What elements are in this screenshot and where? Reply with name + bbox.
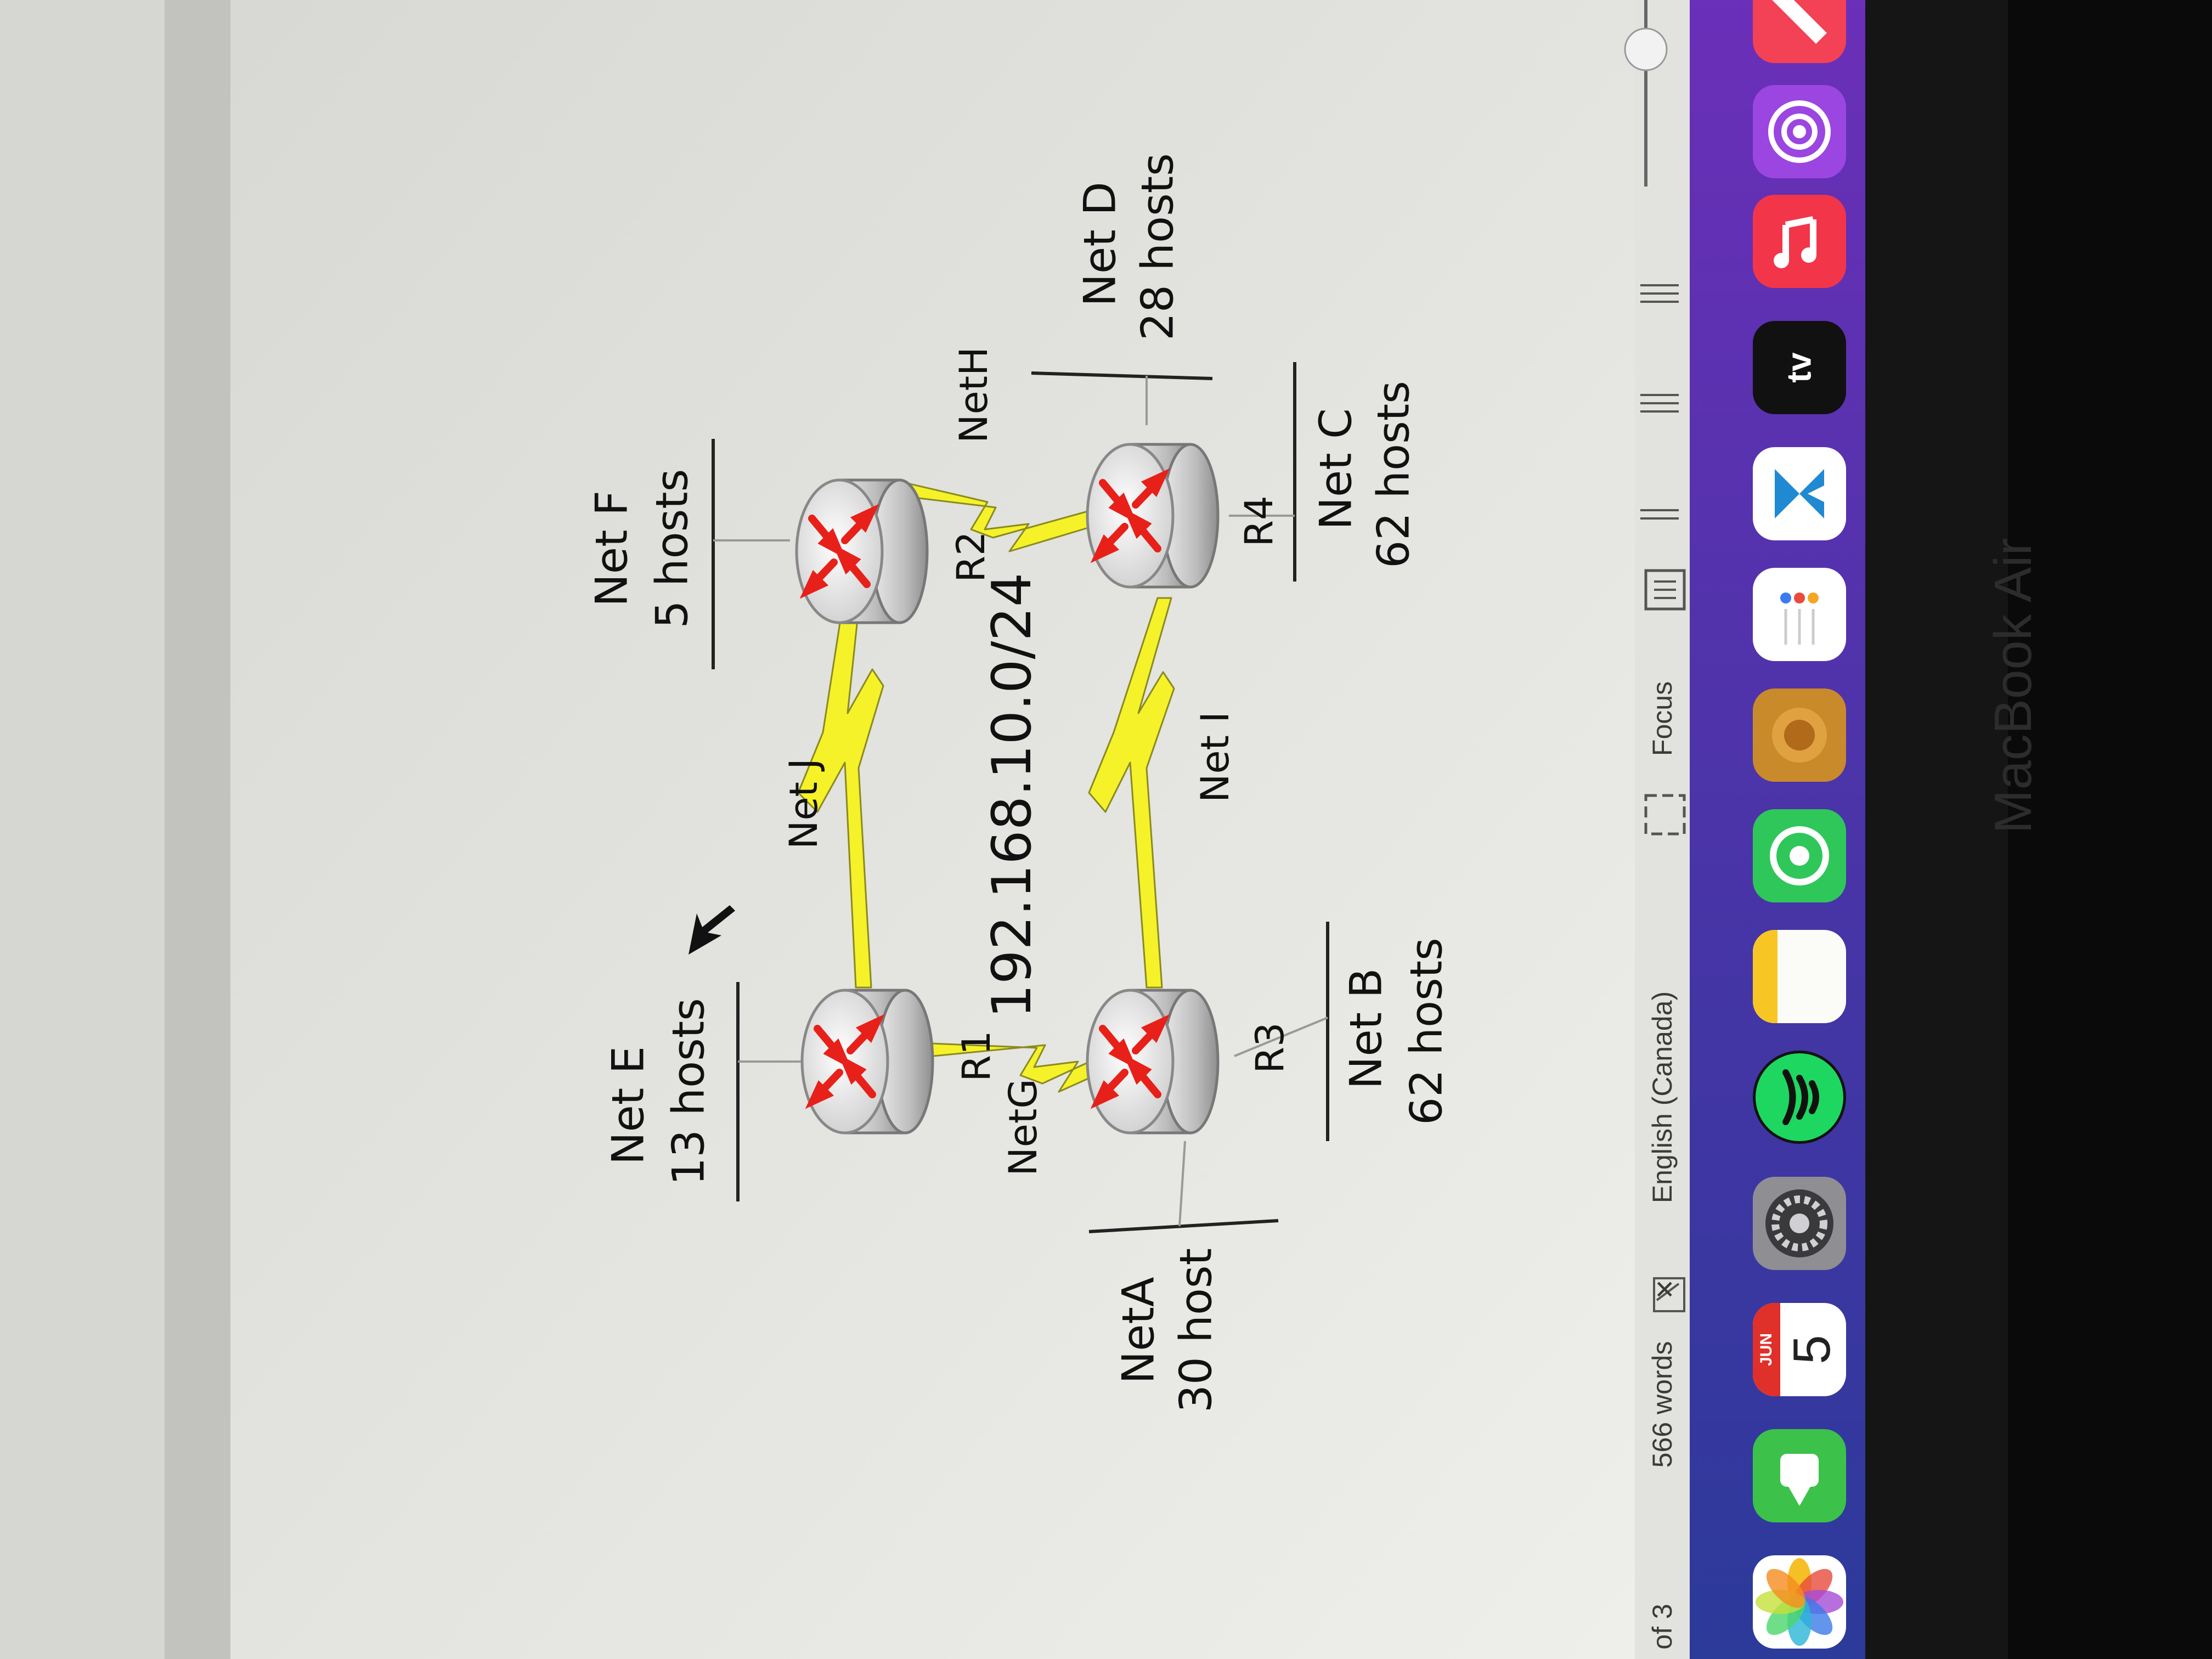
photo-booth-icon[interactable] [1753,689,1846,782]
network-diagram [689,362,1329,1233]
news-icon[interactable] [1753,0,1846,63]
settings-icon[interactable] [1753,1177,1846,1270]
whatsapp-icon[interactable] [1753,809,1846,902]
net-i-link [1088,597,1175,989]
router-r4-label: R4 [1237,495,1282,547]
status-bar-graphics [1624,0,1686,1312]
podcasts-icon[interactable] [1753,85,1846,178]
apple-tv-label: tv [1780,352,1819,383]
net-h-link [904,482,1093,552]
calendar-icon[interactable]: JUN 5 [1753,1303,1846,1396]
notes-icon[interactable] [1753,930,1846,1023]
proofing-icon[interactable]: ✕ [1651,1278,1679,1300]
music-icon[interactable] [1753,195,1846,288]
router-r2-icon [797,480,927,623]
facetime-icon[interactable] [1753,1429,1846,1522]
photos-icon[interactable] [1753,1555,1846,1649]
spotify-icon[interactable] [1753,1051,1846,1144]
focus-button[interactable]: Focus [1647,681,1678,757]
router-r3-label: R3 [1248,1022,1293,1074]
router-r4-icon [1087,444,1218,587]
net-h-label: NetH [951,347,996,443]
calendar-day: 5 [1782,1335,1841,1364]
router-r1-icon [802,990,933,1133]
router-r1-label: R1 [954,1030,999,1082]
mouse-cursor-icon [689,905,735,955]
apple-tv-icon[interactable]: tv [1753,321,1846,414]
router-r2-label: R2 [949,531,994,583]
calendar-month: JUN [1757,1333,1775,1367]
language-indicator[interactable]: English (Canada) [1647,991,1678,1204]
net-j-label: Net J [781,758,826,849]
net-a-bus [1088,1219,1279,1233]
word-count[interactable]: 566 words [1647,1341,1678,1468]
address-block-label: 192.168.10.0/24 [981,572,1043,1019]
device-brand-label: MacBook Air [1984,538,2042,834]
net-g-label: NetG [1001,1079,1046,1176]
vscode-icon[interactable] [1753,447,1846,540]
router-r3-icon [1087,990,1218,1133]
reminders-icon[interactable] [1753,568,1846,661]
page-count[interactable]: of 3 [1647,1604,1678,1650]
net-i-label: Net I [1193,712,1238,803]
net-d-bus [1031,371,1213,380]
